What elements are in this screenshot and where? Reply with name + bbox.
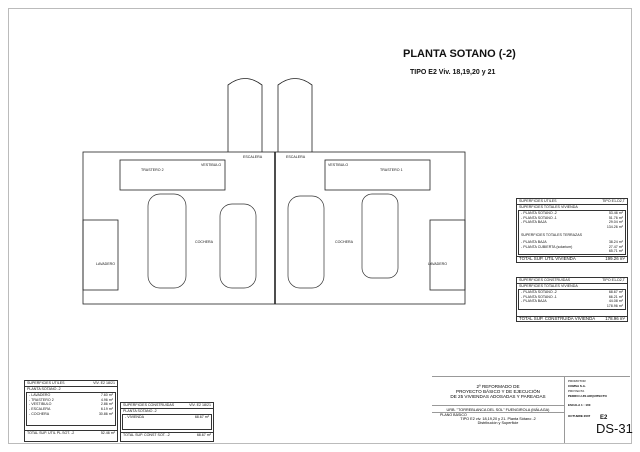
- table-cell: - PLANTA BAJA: [521, 240, 547, 245]
- table-cell: 68.67 m²: [196, 433, 211, 438]
- table-cell: 44.08 m²: [608, 299, 623, 304]
- table-cell: DE 25 VIVIENDAS ADOSADAS Y PAREADAS: [450, 394, 546, 399]
- table-header: SUPERFICIES UTILES: [519, 199, 557, 203]
- car-icon: [219, 203, 257, 289]
- table-cell: PROMOTOR: [568, 379, 586, 383]
- table-cell: - ESCALERA: [29, 406, 51, 411]
- table-cell: - TRASTERO 2: [29, 397, 54, 402]
- sotano-built-table: SUPERFICIES CONSTRUIDAS VIV. E2 18/21 PLA…: [120, 402, 214, 442]
- table-cell: TOTAL SUP. UTIL VIVIENDA: [519, 255, 576, 261]
- table-cell: TOTAL SUP. UTIL PL.SOT. -2: [27, 431, 75, 436]
- table-cell: - VESTIBULO: [29, 402, 52, 407]
- table-cell: PEDRO LUIS ARQUITECTO: [568, 394, 607, 398]
- room-label: LAVADERO: [96, 262, 116, 266]
- car-icon: [287, 195, 325, 289]
- built-area-table: SUPERFICIES CONSTRUIDAS TIPO E1-D2,T SUPE…: [516, 277, 628, 323]
- table-cell: TIPO E2 viv. 18,19,20 y 21. Planta Sótan…: [460, 417, 536, 421]
- table-cell: 51.76 m²: [608, 215, 623, 220]
- table-cell: 6.19 m²: [100, 406, 113, 411]
- table-cell: SUPERFICIES CONSTRUIDAS: [519, 278, 571, 282]
- room-label: VESTIBULO: [201, 163, 222, 167]
- room-label: COCHERA: [335, 240, 353, 244]
- table-cell: TOTAL SUP. CONST SOT. -2: [123, 433, 170, 438]
- table-tag: TIPO E1-D2,T: [602, 199, 625, 203]
- stair-left: [227, 78, 263, 152]
- table-cell: SUPERFICIES UTILES: [27, 381, 65, 385]
- table-cell: PLANTA SOTANO -2: [123, 408, 157, 413]
- table-cell: ESCALA 1 : 100: [568, 403, 591, 407]
- sheet-number: DS-31: [596, 421, 633, 436]
- table-cell: PLANTA SOTANO -2: [27, 386, 61, 391]
- table-cell: - PLANTA SOTANO -2: [521, 211, 557, 216]
- sheet-border: [8, 8, 632, 444]
- room-label: TRASTERO 2: [141, 168, 164, 172]
- table-cell: TOTAL SUP. CONSTRUIDA VIVIENDA: [519, 315, 596, 321]
- table-cell: 2º REFORMADO DE: [476, 384, 520, 389]
- table-cell: SUPERFICIES CONSTRUIDAS: [123, 403, 175, 407]
- room-label: TRASTERO 1: [380, 168, 403, 172]
- plan-title: PLANTA SOTANO (-2): [403, 48, 516, 60]
- table-cell: PLANO BÁSICO: [432, 412, 564, 417]
- table-cell: - PLANTA BAJA: [521, 220, 547, 225]
- room-label: ESCALERA: [286, 155, 306, 159]
- table-cell: 52.46 m²: [100, 431, 115, 436]
- table-cell: - VIVIENDA: [125, 415, 144, 420]
- table-cell: URB. "TORREBLANCA DEL SOL" FUENGIROLA (M…: [432, 405, 564, 412]
- car-icon: [147, 193, 187, 289]
- table-cell: VIV. E2 18/21: [93, 381, 115, 385]
- table-cell: SUPERFICIES TOTALES TERRAZAS: [521, 232, 583, 237]
- sotano-useful-table: SUPERFICIES UTILES VIV. E2 18/21 PLANTA S…: [24, 380, 118, 442]
- room-label: COCHERA: [195, 240, 213, 244]
- table-cell: 199.26 m²: [605, 255, 625, 261]
- type-code: E2: [600, 415, 608, 421]
- stair-right: [277, 78, 313, 152]
- table-cell: 134.26 m²: [606, 224, 623, 229]
- useful-area-table: SUPERFICIES UTILES TIPO E1-D2,T SUPERFICI…: [516, 198, 628, 263]
- table-cell: 4.96 m²: [100, 397, 113, 402]
- table-cell: TIPO E1-D2,T: [602, 278, 625, 282]
- table-cell: 7.60 m²: [100, 393, 113, 398]
- table-cell: SUPERFICIES TOTALES VIVIENDA: [519, 283, 578, 288]
- table-cell: 66.21 m²: [608, 294, 623, 299]
- car-icon: [361, 193, 399, 279]
- table-cell: PROYECTO BÁSICO Y DE EJECUCIÓN: [456, 389, 540, 394]
- table-cell: - PLANTA SOTANO -2: [521, 290, 557, 295]
- room-label: ESCALERA: [243, 155, 263, 159]
- table-cell: 53.46 m²: [608, 211, 623, 216]
- table-cell: - PLANTA BAJA: [521, 299, 547, 304]
- plan-subtitle: TIPO E2 Viv. 18,19,20 y 21: [410, 69, 496, 76]
- table-cell: COMSA S.A.: [568, 384, 586, 388]
- outer-wall: [82, 151, 466, 305]
- table-cell: - PLANTA SOTANO -1: [521, 294, 557, 299]
- table-cell: - LAVADERO: [29, 393, 51, 398]
- table-cell: 68.67 m²: [608, 290, 623, 295]
- table-cell: 30.86 m²: [98, 411, 113, 416]
- table-cell: VIV. E2 18/21: [189, 403, 211, 407]
- table-cell: 27.47 m²: [608, 244, 623, 249]
- table-cell: - COCHERA: [29, 411, 50, 416]
- table-cell: 38.24 m²: [608, 240, 623, 245]
- table-cell: - PLANTA SOTANO -1: [521, 215, 557, 220]
- table-cell: OCTUBRE 2007: [568, 414, 591, 418]
- table-cell: 2.86 m²: [100, 402, 113, 407]
- table-cell: - PLANTA CUBIERTA (solarium): [521, 244, 573, 249]
- table-subheader: SUPERFICIES TOTALES VIVIENDA: [519, 204, 578, 209]
- table-cell: 178.96 m²: [605, 315, 625, 321]
- table-cell: 178.96 m²: [606, 303, 623, 308]
- table-cell: Distribución y Superficie: [477, 421, 519, 425]
- room-label: VESTIBULO: [328, 163, 349, 167]
- table-cell: 65.71 m²: [608, 249, 623, 254]
- table-cell: PROYECTA: [568, 389, 585, 393]
- table-cell: 29.04 m²: [608, 220, 623, 225]
- room-label: LAVADERO: [428, 262, 448, 266]
- table-cell: 68.67 m²: [194, 415, 209, 420]
- title-block: 2º REFORMADO DE PROYECTO BÁSICO Y DE EJE…: [432, 376, 633, 443]
